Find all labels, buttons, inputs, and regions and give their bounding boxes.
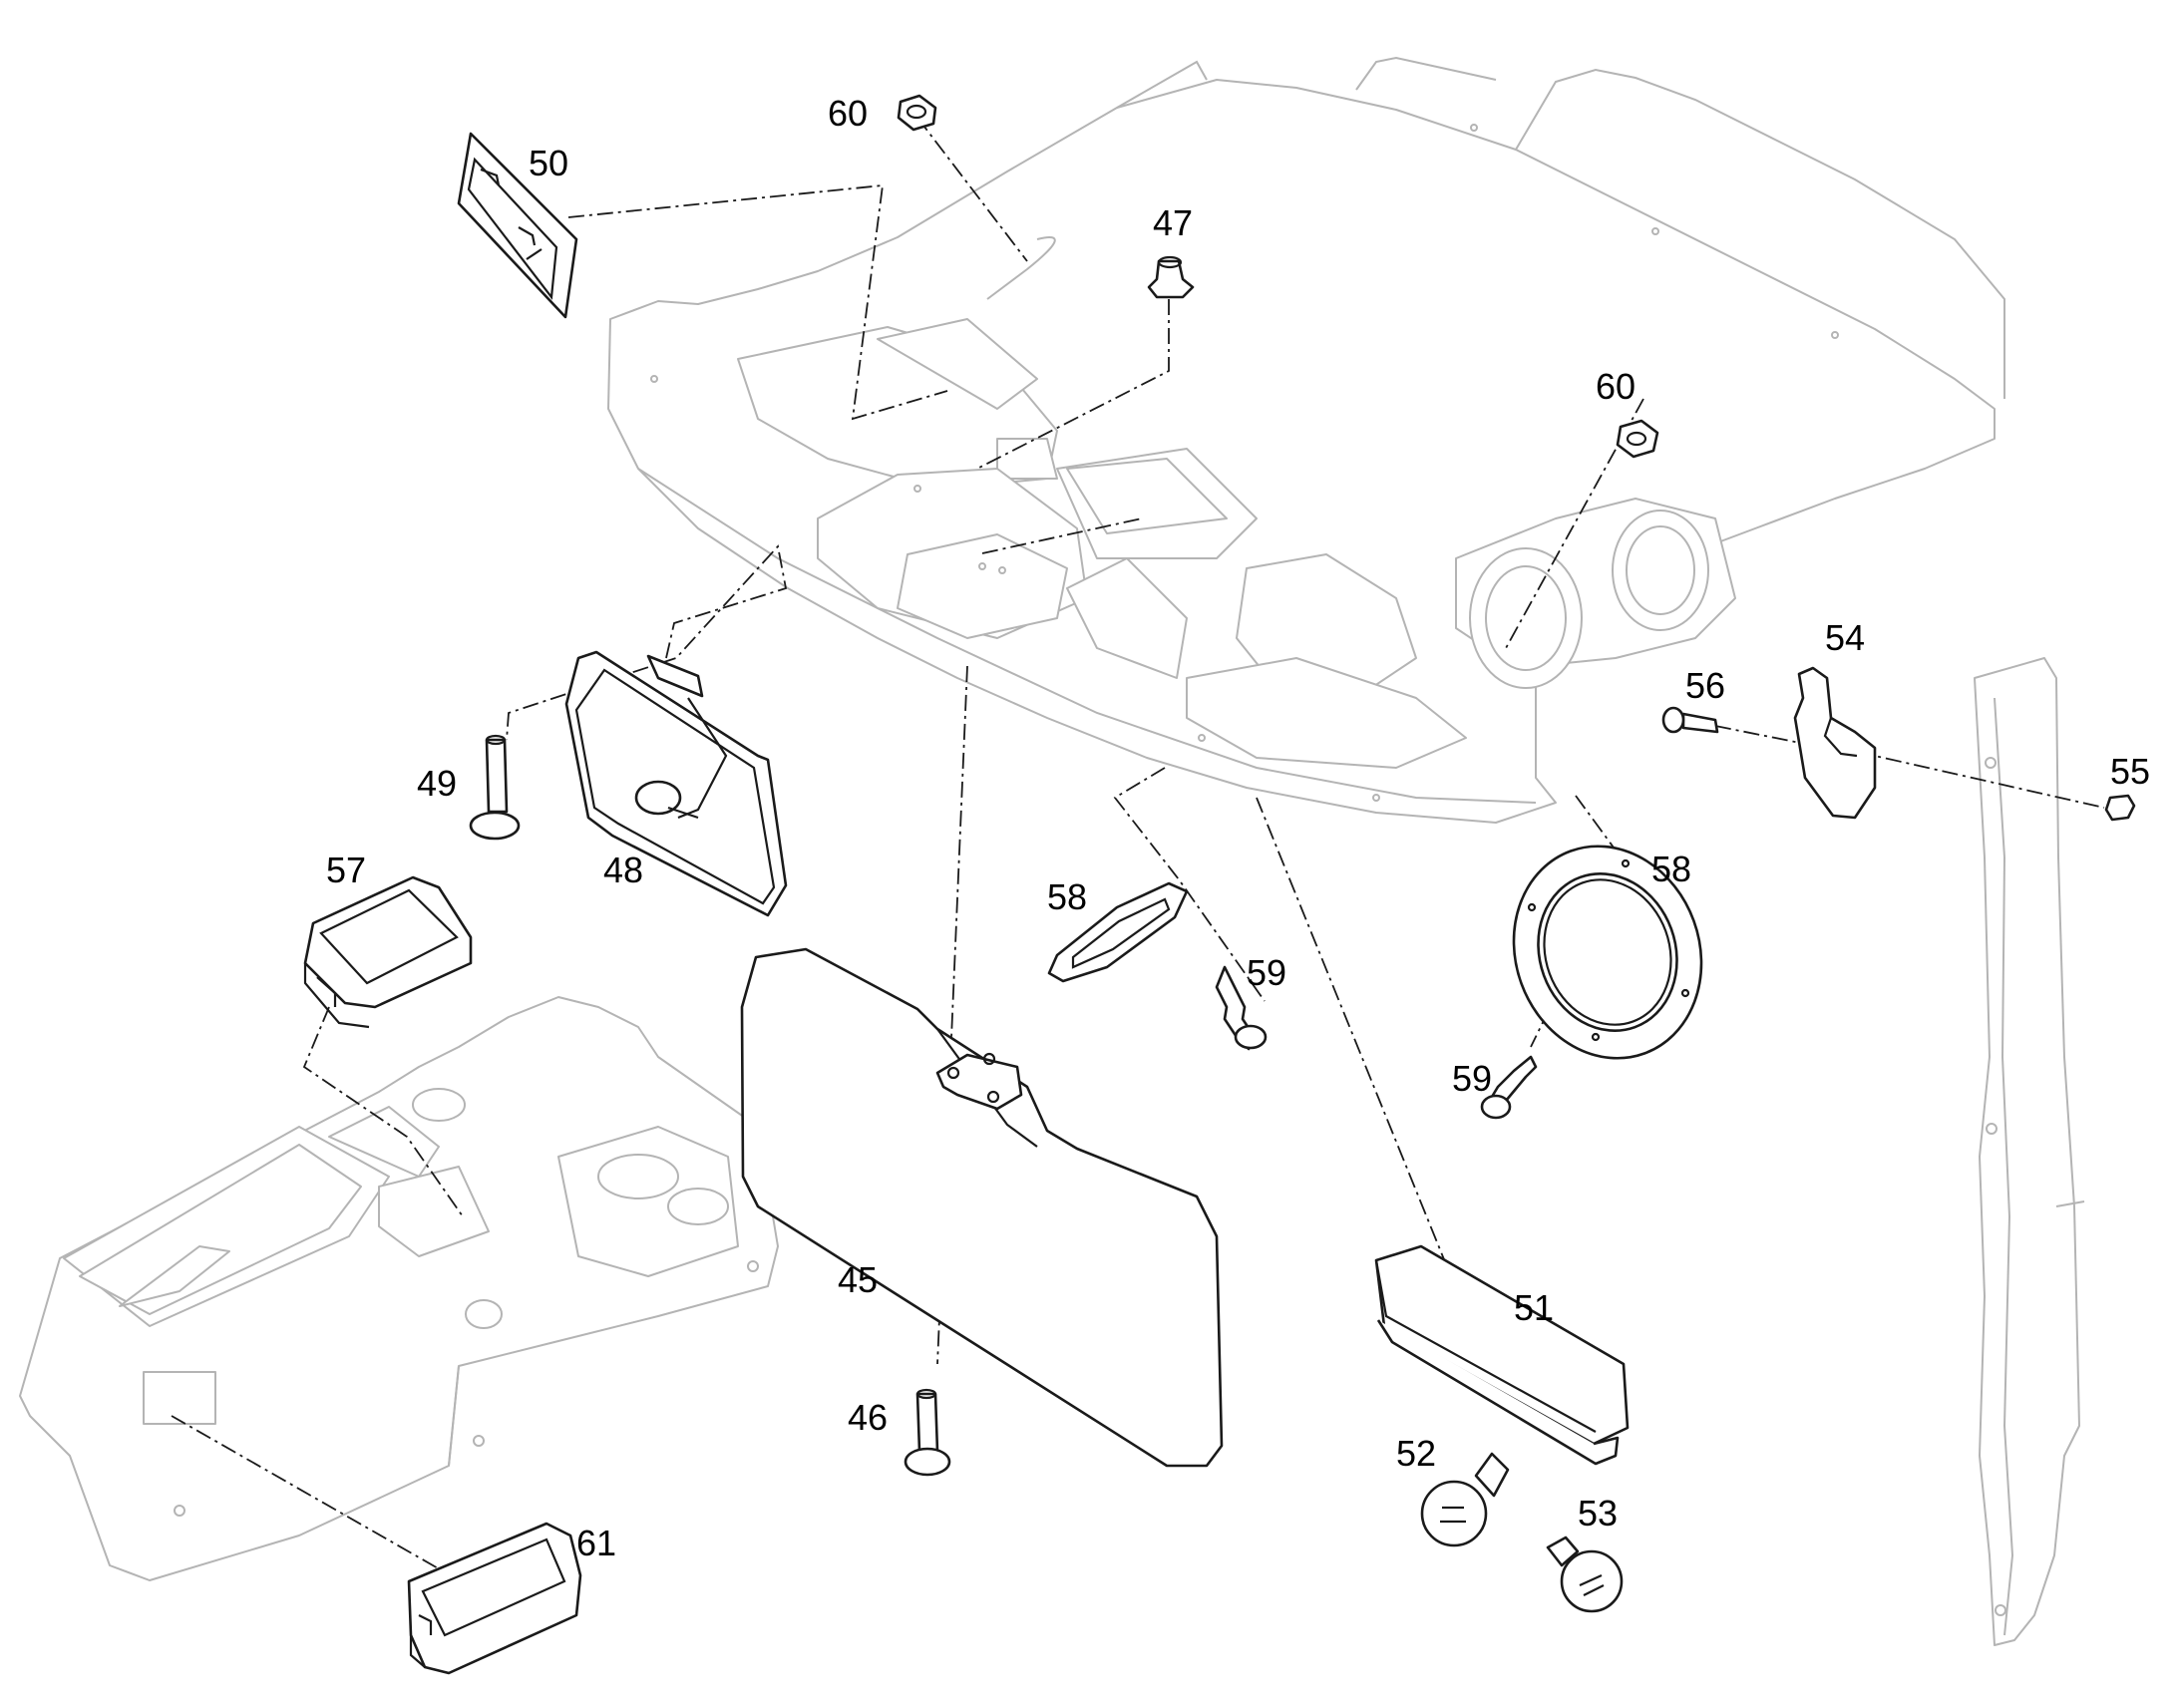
- part-bolt-56: [1661, 706, 1719, 734]
- pillar-trim: [1974, 657, 2085, 1646]
- part-bulb-53: [1546, 1536, 1624, 1613]
- callout-59-right: 59: [1452, 1058, 1492, 1099]
- callout-61: 61: [576, 1523, 616, 1563]
- callout-46: 46: [848, 1397, 888, 1438]
- callout-59-left: 59: [1247, 952, 1286, 993]
- center-console: [19, 996, 779, 1581]
- callout-47: 47: [1153, 202, 1193, 243]
- callout-51: 51: [1514, 1287, 1554, 1328]
- part-gasket-ring: [1512, 845, 1703, 1060]
- callout-53: 53: [1578, 1493, 1618, 1534]
- callout-60-upper: 60: [828, 93, 868, 134]
- callout-58-right: 58: [1651, 849, 1691, 889]
- part-cap-55: [2104, 794, 2136, 822]
- part-dome-lamp: [1374, 1244, 1630, 1466]
- part-mirror: [564, 650, 788, 917]
- part-bracket: [457, 132, 578, 319]
- callout-48: 48: [603, 850, 643, 890]
- part-screw-46: [904, 1388, 951, 1477]
- callout-57: 57: [326, 850, 366, 890]
- part-seal-left: [1047, 881, 1189, 983]
- part-nut-upper: [897, 94, 937, 132]
- part-nut-right: [1616, 419, 1659, 459]
- callout-labels: 50 60 47 60 54 56 55 49 57 48 58 58 59 5…: [326, 93, 2150, 1563]
- part-switch-57: [303, 875, 473, 1029]
- callout-56: 56: [1685, 665, 1725, 706]
- part-screw-49: [469, 734, 521, 841]
- callout-60-right: 60: [1596, 366, 1635, 407]
- part-sun-visor: [740, 947, 1224, 1468]
- part-screw-59-right: [1480, 1055, 1538, 1120]
- part-bulb-52: [1420, 1452, 1510, 1547]
- callout-55: 55: [2110, 751, 2150, 792]
- callout-45: 45: [838, 1259, 878, 1300]
- callout-49: 49: [417, 763, 457, 804]
- callout-50: 50: [529, 143, 568, 183]
- roof-headliner: [607, 56, 2005, 824]
- part-screw-59-left: [1215, 965, 1268, 1051]
- part-latch: [1793, 666, 1877, 820]
- part-plug: [1147, 255, 1195, 299]
- callout-54: 54: [1825, 617, 1865, 658]
- callout-58-left: 58: [1047, 876, 1087, 917]
- callout-52: 52: [1396, 1433, 1436, 1474]
- part-switch-61: [407, 1522, 582, 1675]
